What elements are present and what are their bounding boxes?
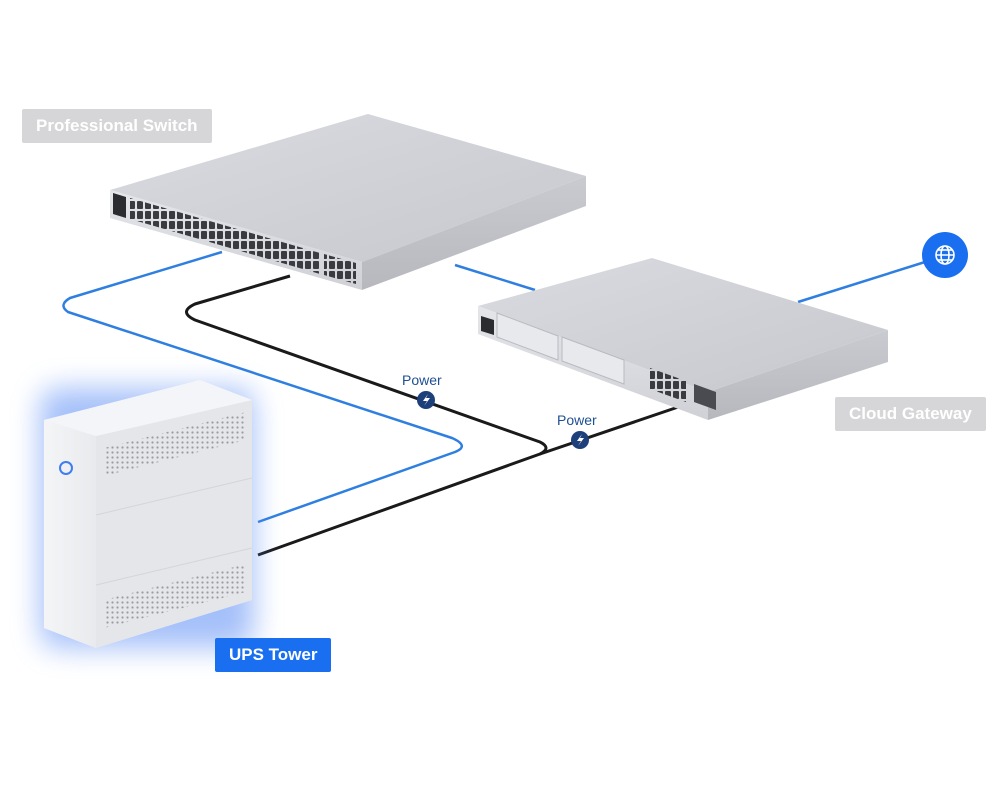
- network-cable-switch-gateway: [454, 263, 536, 292]
- power-badge-2: [571, 431, 589, 449]
- network-cable-gateway-internet: [797, 260, 926, 304]
- globe-icon: [935, 245, 955, 265]
- power-label-2: Power: [557, 412, 597, 428]
- professional-switch-device: [110, 114, 586, 290]
- ups-tower-device: [40, 380, 254, 648]
- lightning-bolt-icon: [423, 394, 430, 406]
- power-cable-switch: [185, 274, 548, 456]
- ups-tower-label: UPS Tower: [215, 638, 332, 672]
- power-badge-1: [417, 391, 435, 409]
- power-label-1: Power: [402, 372, 442, 388]
- cloud-gateway-label: Cloud Gateway: [835, 397, 986, 431]
- cloud-gateway-device: [478, 258, 888, 420]
- network-cable-switch-ups: [62, 250, 463, 524]
- power-cable-gateway: [257, 401, 691, 557]
- professional-switch-label: Professional Switch: [22, 109, 212, 143]
- lightning-bolt-icon: [577, 434, 584, 446]
- internet-node[interactable]: [922, 232, 968, 278]
